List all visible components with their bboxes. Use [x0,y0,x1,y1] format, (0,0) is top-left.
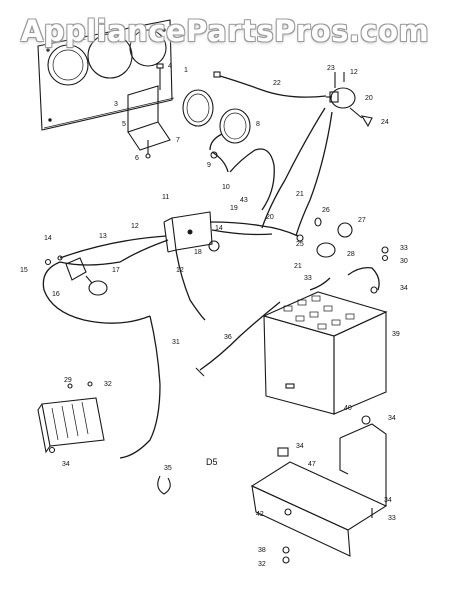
callout-8: 8 [256,121,260,128]
callout-5: 5 [122,121,126,128]
callout-34c: 34 [388,415,396,422]
callout-34b: 34 [62,461,70,468]
callout-26: 26 [322,207,330,214]
callout-27: 27 [358,217,366,224]
callout-21b: 21 [294,263,302,270]
wire-13 [59,235,167,259]
callout-31: 31 [172,339,180,346]
mounting-bracket [127,63,171,159]
callout-38: 38 [258,547,266,554]
callout-11: 11 [162,194,169,201]
callout-21a: 21 [296,191,304,198]
callout-20b: 20 [266,214,274,221]
callout-16: 16 [52,291,60,298]
callout-40: 40 [344,405,352,412]
wire-21b [295,111,333,237]
callout-34d: 34 [296,443,304,450]
wire-10 [229,148,275,211]
grommet-28 [314,217,322,227]
battery [262,291,388,415]
callout-17: 17 [112,267,120,274]
callout-12a: 12 [131,223,139,230]
rectifier [37,381,105,454]
callout-25: 25 [296,241,304,248]
callout-36: 36 [224,334,232,341]
callout-12b: 12 [176,267,184,274]
callout-2: 2 [82,35,86,42]
callout-33c: 33 [388,515,396,522]
callout-30: 30 [400,258,408,265]
callout-6: 6 [135,155,139,162]
callout-28: 28 [347,251,355,258]
wire-19 [211,229,273,236]
callout-47: 47 [308,461,316,468]
callout-19: 19 [230,205,238,212]
callout-35: 35 [164,465,172,472]
dash-panel [37,19,175,131]
callout-34a: 34 [400,285,408,292]
callout-10: 10 [222,184,230,191]
callout-labels: 1 2 3 4 5 6 7 8 9 10 11 12 12 12 13 14 1… [20,35,408,568]
callout-43: 43 [240,197,248,204]
callout-32b: 32 [258,561,266,568]
wire-12 [175,249,206,321]
wire-harness-left [42,239,169,324]
callout-7: 7 [176,137,180,144]
callout-24: 24 [381,119,389,126]
wire-21a [261,107,326,229]
callout-33b: 33 [304,275,312,282]
callout-12c: 12 [350,69,358,76]
callout-42: 42 [256,511,264,518]
wire-43 [209,221,299,237]
seat-switch [65,257,108,296]
ignition-switch [326,72,373,128]
callout-34e: 34 [384,497,392,504]
gauge-1 [182,89,214,127]
callout-13: 13 [99,233,107,240]
cable-clip-35 [157,475,171,495]
callout-15: 15 [20,267,28,274]
wire-31 [119,315,161,459]
callout-39: 39 [392,331,400,338]
watermark: AppliancePartsPros.com [20,14,430,48]
callout-4: 4 [168,63,172,70]
wire-22 [219,75,327,98]
callout-3: 3 [114,101,118,108]
plug-27 [337,222,353,238]
callout-14b: 14 [215,225,223,232]
battery-tray [250,415,388,564]
callout-33a: 33 [400,245,408,252]
callout-20a: 20 [365,95,373,102]
callout-32a: 32 [104,381,112,388]
battery-cable-36 [199,301,281,371]
terminal-group [309,246,389,294]
callout-18: 18 [194,249,202,256]
callout-23: 23 [327,65,335,72]
callout-9: 9 [207,162,211,169]
gauge-2 [209,108,251,173]
callout-1: 1 [184,67,188,74]
callout-22: 22 [273,80,281,87]
diagram-label: D5 [206,457,218,467]
callout-14a: 14 [44,235,52,242]
callout-29: 29 [64,377,72,384]
solenoid-block [163,211,220,253]
